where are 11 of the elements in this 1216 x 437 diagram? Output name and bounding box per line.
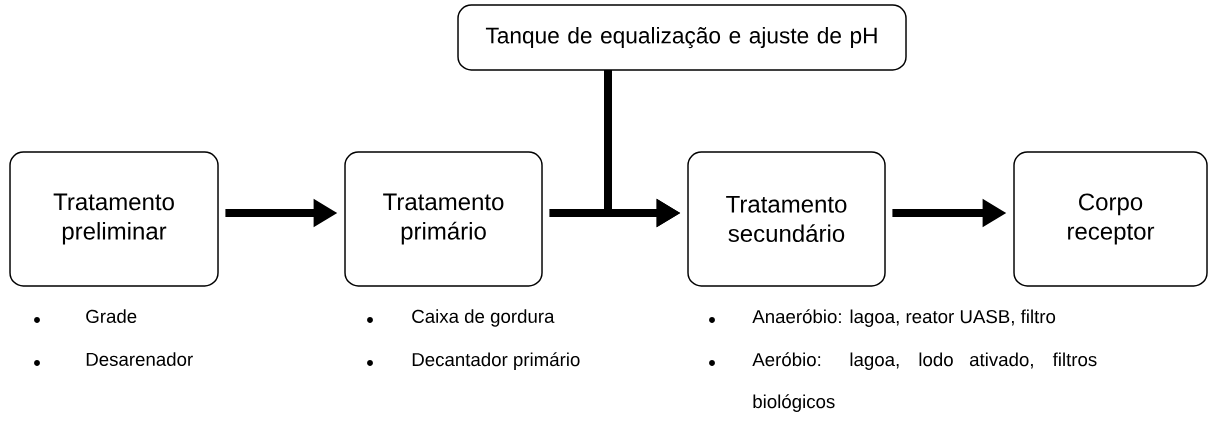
process-box: Tratamento primário — [344, 151, 543, 287]
bullet-item: Decantador primário — [367, 352, 580, 370]
process-box: Corpo receptor — [1013, 151, 1208, 287]
process-box: Tanque de equalização e ajuste de pH — [457, 4, 907, 71]
process-box: Tratamento preliminar — [9, 151, 219, 287]
bullet-item: Anaeróbio: lagoa, reator UASB, filtro — [709, 309, 1056, 327]
process-box: Tratamento secundário — [687, 151, 886, 287]
bullet-item: Aeróbio: lagoa, lodo ativado, filtros biológicos — [709, 352, 1097, 412]
bullet-item: Caixa de gordura — [367, 309, 555, 327]
bullet-item: Desarenador — [34, 352, 193, 366]
bullet-item: Grade — [34, 309, 137, 323]
